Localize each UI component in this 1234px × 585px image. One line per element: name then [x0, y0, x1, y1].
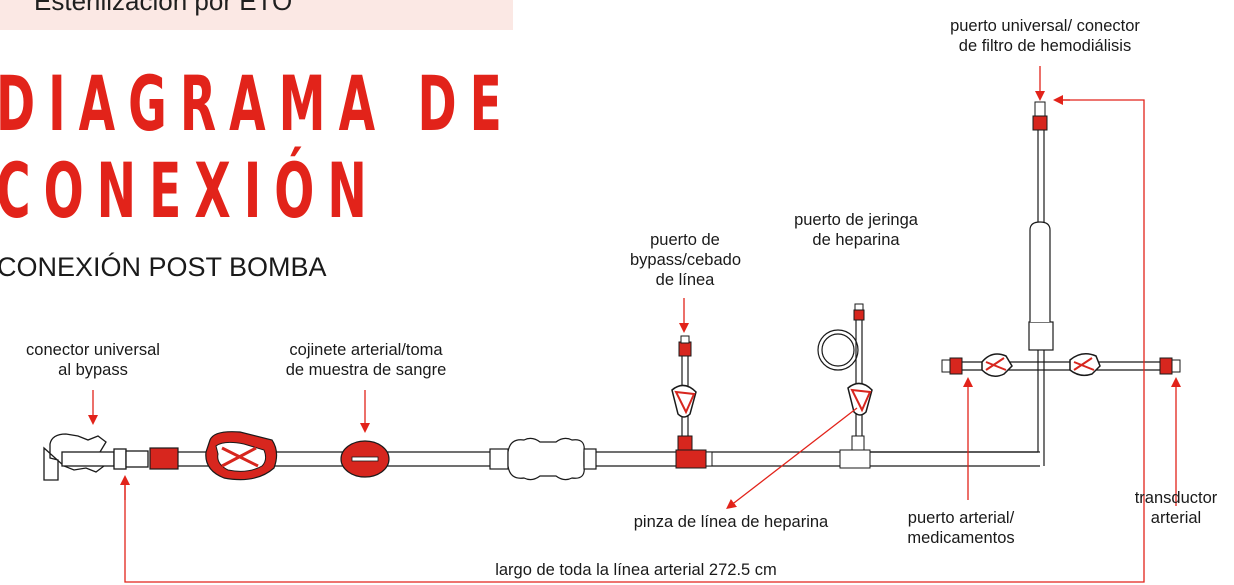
red-connector-1	[149, 447, 179, 470]
banner-text: Esterilización por ETO	[34, 0, 293, 16]
bypass-branch	[671, 335, 713, 469]
label-arterial-pad: cojinete arterial/toma de muestra de san…	[285, 341, 447, 379]
label-heparin-clamp: pinza de línea de heparina	[633, 513, 829, 531]
label-universal-connector: conector universal al bypass	[26, 341, 160, 379]
diagram-subtitle: CONEXIÓN POST BOMBA	[0, 252, 327, 282]
main-tubing	[170, 451, 1040, 467]
diagram-title-line2: CONEXIÓN	[0, 146, 380, 235]
side-ports	[941, 353, 1181, 377]
label-total-length: largo de toda la línea arterial 272.5 cm	[495, 561, 777, 579]
red-roller-clamp	[205, 431, 278, 481]
heparin-branch	[817, 303, 873, 469]
label-hemodialysis-port: puerto universal/ conector de filtro de …	[950, 17, 1140, 55]
bone-connector	[489, 437, 597, 481]
label-arterial-transducer: transductor arterial	[1134, 489, 1218, 527]
label-arterial-med-port: puerto arterial/ medicamentos	[907, 509, 1015, 547]
label-heparin-syringe-port: puerto de jeringa de heparina	[794, 211, 918, 249]
diagram-title-line1: DIAGRAMA DE	[0, 59, 515, 148]
universal-connector-part	[43, 433, 149, 481]
top-banner: Esterilización por ETO	[0, 0, 513, 30]
hemodialysis-branch	[870, 101, 1054, 466]
arterial-pad-part	[340, 440, 390, 478]
callout-arrows	[88, 66, 1181, 583]
label-bypass-port: puerto de bypass/cebado de línea	[630, 231, 741, 289]
